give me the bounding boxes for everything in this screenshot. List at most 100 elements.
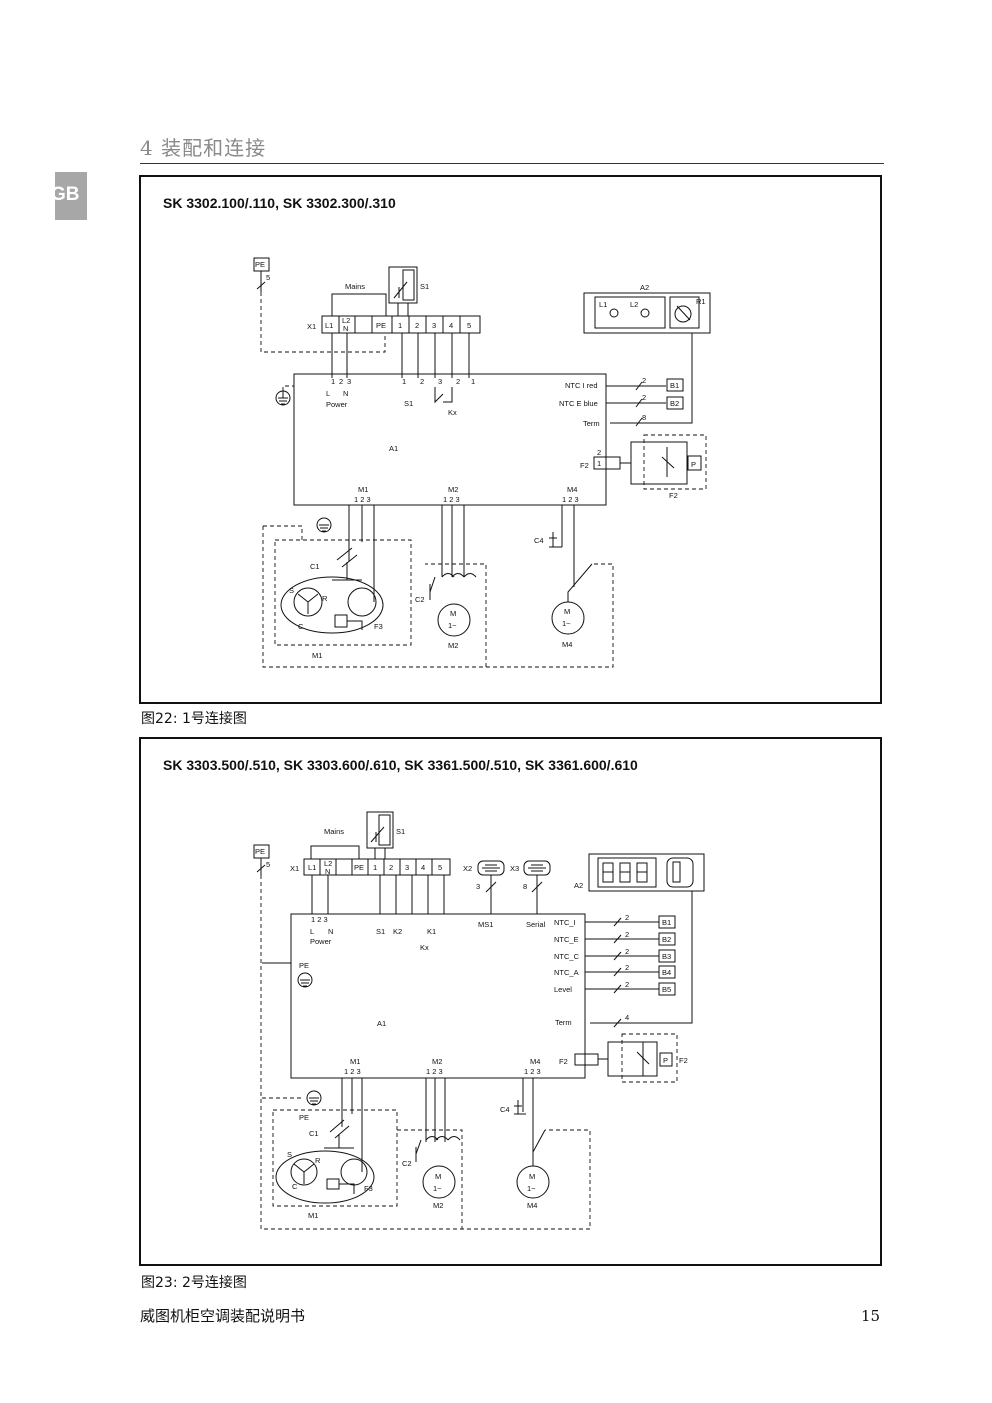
c1-label: C1 [309,1129,319,1138]
m2-motor-m: M [435,1172,441,1181]
mains-label: Mains [345,282,365,291]
diagram-title-2: SK 3303.500/.510, SK 3303.600/.610, SK 3… [163,757,638,773]
m2-connector-label: M2 [448,485,458,494]
f3-label: F3 [374,622,383,631]
f2-pressure: P [663,1056,668,1065]
terminal-pe: PE [354,863,364,872]
x2-label: X2 [463,864,472,873]
figure-caption-2: 图23: 2号连接图 [141,1275,247,1291]
m4-motor-m: M [529,1172,535,1181]
terminal-5: 5 [467,321,471,330]
s1-label-top: S1 [396,827,405,836]
x3-label: X3 [510,864,519,873]
term-wire: 8 [642,413,646,422]
m2-label: M2 [448,641,458,650]
b2-label: B2 [662,935,671,944]
power-label: Power [326,400,348,409]
svg-text:1 2 3: 1 2 3 [311,915,328,924]
diagram-title-1: SK 3302.100/.110, SK 3302.300/.310 [163,195,396,211]
f2-pin-2: 2 [597,448,601,457]
terminal-l1: L1 [308,863,316,872]
terminal-4: 4 [421,863,425,872]
m2-connector-label: M2 [432,1057,442,1066]
ntc-e-label: NTC E blue [559,399,598,408]
m1-compressor-box [274,539,412,646]
f2-label-right: F2 [669,491,678,500]
terminal-2: 2 [389,863,393,872]
b1-label: B1 [670,381,679,390]
m1-connector-label: M1 [350,1057,360,1066]
wiring-diagram-2: PE 5 Mains S1 X1 L1 L2 N PE 1 2 3 4 5 X2… [253,811,705,1230]
c2-label: C2 [402,1159,412,1168]
pe-mid-label: PE [299,961,309,970]
terminal-n: N [343,324,348,333]
x2-wire-num: 3 [476,882,480,891]
b5-wire: 2 [625,980,629,989]
s1-board-label: S1 [376,927,385,936]
m4-motor-phase: 1~ [562,619,571,628]
svg-text:1 2 3: 1 2 3 [354,495,371,504]
b4-wire: 2 [625,963,629,972]
m1-label: M1 [312,651,322,660]
terminal-l2: L2 [342,316,350,325]
terminal-l2: L2 [324,859,332,868]
terminal-3: 3 [405,863,409,872]
b1-label: B1 [662,918,671,927]
power-l: L [310,927,314,936]
ntc-c-label: NTC_C [554,952,580,961]
power-n: N [328,927,333,936]
s1-label-top: S1 [420,282,429,291]
f2-label-right: F2 [679,1056,688,1065]
m2-motor-phase: 1~ [433,1184,442,1193]
b3-label: B3 [662,952,671,961]
k1-label: K1 [427,927,436,936]
terminal-1: 1 [398,321,402,330]
terminal-1: 1 [373,863,377,872]
kx-label: Kx [420,943,429,952]
m4-label: M4 [562,640,572,649]
ntc-a-label: NTC_A [554,968,579,977]
svg-text:1 2 3: 1 2 3 [426,1067,443,1076]
pe-wire-num: 5 [266,273,270,282]
s1-pin-1: 1 [402,377,406,386]
svg-text:1 2 3: 1 2 3 [562,495,579,504]
x1-label: X1 [307,322,316,331]
b2-sensor [666,396,684,410]
ntc-e-wire: 2 [642,393,646,402]
a2-label: A2 [640,283,649,292]
kx-pin-3: 3 [438,377,442,386]
m1-connector-label: M1 [358,485,368,494]
wiring-diagram-1: PE 5 S1 Mains X1 L1 L2 N PE 1 2 3 4 5 [253,257,711,668]
a1-label: A1 [389,444,398,453]
power-n: N [343,389,348,398]
m4-connector-label: M4 [567,485,577,494]
terminal-4: 4 [449,321,453,330]
svg-text:1 2 3: 1 2 3 [443,495,460,504]
c-label: C [298,622,304,631]
a2-l1: L1 [599,300,607,309]
m2-label: M2 [433,1201,443,1210]
terminal-2: 2 [415,321,419,330]
kx-pin-1: 1 [471,377,475,386]
s-label: S [289,586,294,595]
power-label: Power [310,937,332,946]
m1-label: M1 [308,1211,318,1220]
pe-label: PE [255,260,265,269]
b4-sensor [658,965,676,979]
power-pin-2: 2 [339,377,343,386]
ms1-label: MS1 [478,920,493,929]
r-label: R [322,594,328,603]
terminal-l1: L1 [325,321,333,330]
c2-label: C2 [415,595,425,604]
x1-terminal-strip [303,858,451,876]
k2-label: K2 [393,927,402,936]
m4-label: M4 [527,1201,537,1210]
ntc-i-label: NTC I red [565,381,598,390]
terminal-pe: PE [376,321,386,330]
serial-label: Serial [526,920,546,929]
svg-text:1 2 3: 1 2 3 [344,1067,361,1076]
s1-pin-2: 2 [420,377,424,386]
term-wire: 4 [625,1013,629,1022]
wiring-diagram-frame-2: SK 3303.500/.510, SK 3303.600/.610, SK 3… [139,737,882,1266]
m4-motor-phase: 1~ [527,1184,536,1193]
